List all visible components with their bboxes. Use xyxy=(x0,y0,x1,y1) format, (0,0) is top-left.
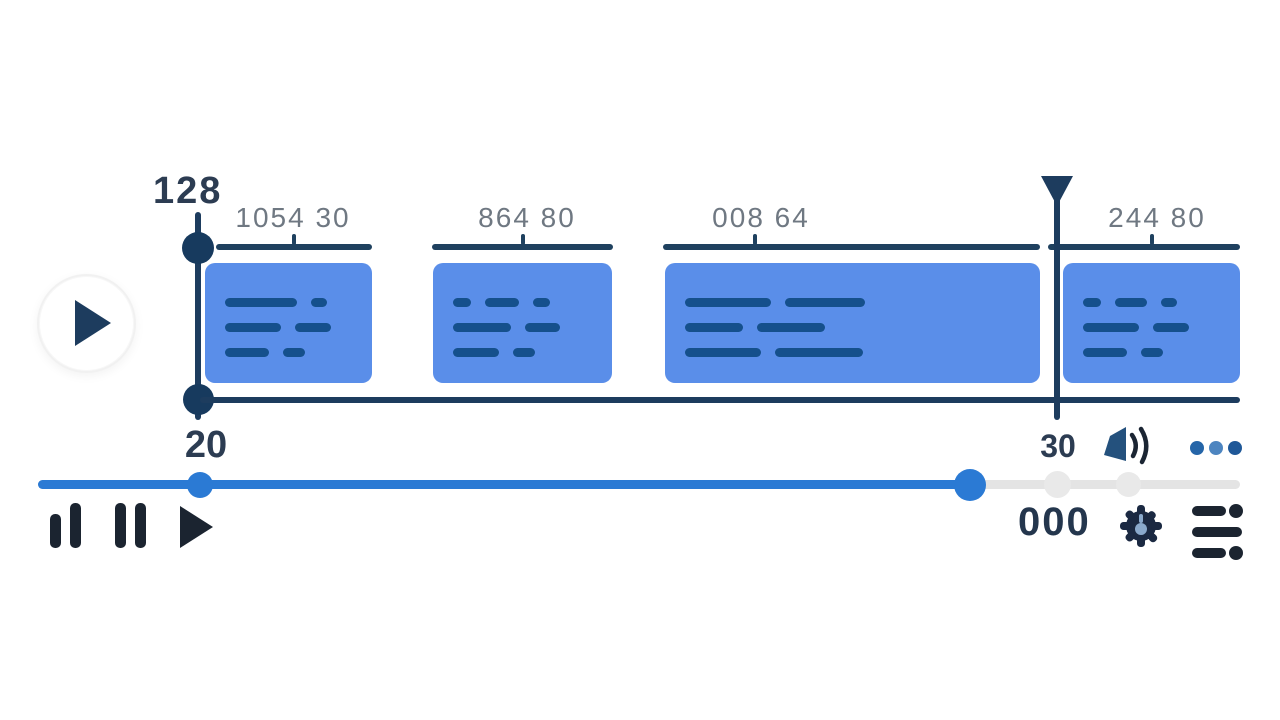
clip-text-lines xyxy=(453,323,612,332)
sliders-icon xyxy=(1192,527,1243,537)
pause-button-a[interactable] xyxy=(50,503,81,548)
seek-bar-progress xyxy=(38,480,971,489)
settings-button[interactable] xyxy=(1116,500,1166,555)
ruler-tick xyxy=(292,234,296,245)
ellipsis-icon xyxy=(1228,441,1242,455)
ellipsis-icon xyxy=(1190,441,1204,455)
timeline-clip-2[interactable] xyxy=(433,263,612,383)
timeline-baseline xyxy=(200,397,1240,403)
play-button-small[interactable] xyxy=(180,506,213,548)
timeline-start-node-top[interactable] xyxy=(182,232,214,264)
play-icon xyxy=(75,300,111,346)
play-button[interactable] xyxy=(37,274,136,373)
sliders-icon xyxy=(1192,546,1243,560)
pause-button-b[interactable] xyxy=(115,503,146,548)
ellipsis-icon xyxy=(1209,441,1223,455)
pause-icon xyxy=(115,503,126,548)
ruler-tick xyxy=(1149,234,1154,245)
ruler-segment xyxy=(663,234,1040,250)
seek-handle-primary[interactable] xyxy=(954,469,986,501)
clip-text-lines xyxy=(225,348,372,357)
ruler-tick xyxy=(520,234,525,245)
clip-duration-label: 244 80 xyxy=(1108,202,1206,233)
clip-duration-label: 1054 30 xyxy=(235,202,351,233)
timeline-clip-1[interactable] xyxy=(205,263,372,383)
pause-icon xyxy=(135,503,146,548)
sliders-icon xyxy=(1192,504,1243,518)
timeline-start-value: 128 xyxy=(153,170,223,212)
timeline-start-line xyxy=(195,212,201,420)
playhead-line[interactable] xyxy=(1054,182,1060,420)
seek-bar-track[interactable] xyxy=(38,480,1240,489)
volume-icon xyxy=(1104,426,1149,465)
clip-text-lines xyxy=(1083,298,1240,307)
timeline-clip-3[interactable] xyxy=(665,263,1040,383)
filters-button[interactable] xyxy=(1192,504,1243,560)
playhead-value: 30 xyxy=(1040,428,1076,464)
timeline-end-value: 20 xyxy=(184,424,228,466)
ruler-tick xyxy=(753,234,758,245)
seek-marker-dot[interactable] xyxy=(1044,471,1071,498)
clip-text-lines xyxy=(225,323,372,332)
clip-text-lines xyxy=(453,298,612,307)
ruler-segment xyxy=(216,234,372,250)
seek-marker-dot[interactable] xyxy=(1116,472,1141,497)
clip-text-lines xyxy=(685,323,1040,332)
clip-text-lines xyxy=(685,298,1040,307)
frame-counter: 000 xyxy=(1018,500,1091,544)
clip-duration-label: 864 80 xyxy=(478,202,576,233)
gear-icon xyxy=(1120,505,1162,547)
timeline-clip-4[interactable] xyxy=(1063,263,1240,383)
clip-text-lines xyxy=(1083,348,1240,357)
transport-controls xyxy=(50,503,213,548)
pause-icon xyxy=(50,514,61,548)
volume-button[interactable] xyxy=(1100,424,1156,473)
overflow-menu-button[interactable] xyxy=(1190,441,1242,455)
clip-duration-label: 008 64 xyxy=(712,202,810,233)
ruler-segment xyxy=(432,234,613,250)
seek-handle-secondary[interactable] xyxy=(187,472,213,498)
clip-text-lines xyxy=(453,348,612,357)
ruler-segment xyxy=(1048,234,1240,250)
clip-text-lines xyxy=(225,298,372,307)
clip-text-lines xyxy=(1083,323,1240,332)
pause-icon xyxy=(70,503,81,548)
clip-text-lines xyxy=(685,348,1040,357)
